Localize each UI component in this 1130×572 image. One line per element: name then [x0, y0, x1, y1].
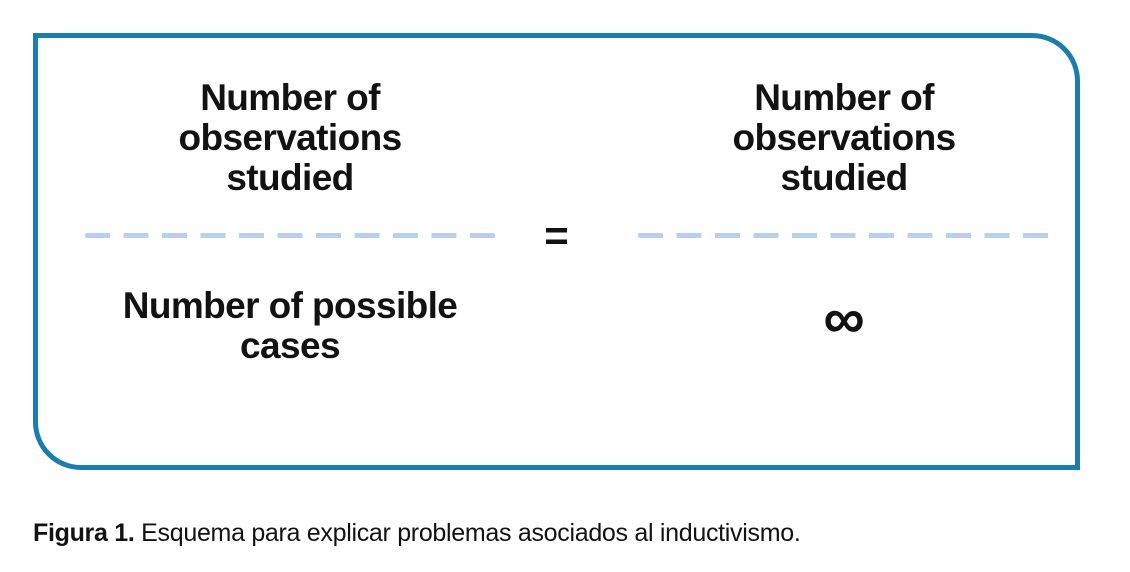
infinity-symbol: ∞ — [823, 285, 865, 351]
left-denominator: Number of possible cases — [85, 286, 495, 366]
figure-caption: Figura 1. Esquema para explicar problema… — [33, 517, 1093, 549]
right-fraction: Number of observations studied ∞ — [638, 78, 1050, 366]
equals-sign: = — [544, 211, 569, 259]
left-numerator-line-2: observations — [178, 117, 402, 158]
left-numerator-line-3: studied — [226, 157, 354, 198]
right-numerator-line-2: observations — [732, 117, 956, 158]
right-fraction-bar-dashed — [638, 233, 1050, 238]
left-numerator-line-1: Number of — [200, 77, 380, 118]
left-numerator: Number of observations studied — [85, 78, 495, 198]
left-denominator-line-2: cases — [240, 325, 340, 366]
equation-box: Number of observations studied Number of… — [33, 33, 1080, 470]
left-denominator-line-1: Number of possible — [122, 285, 458, 326]
right-numerator-line-1: Number of — [754, 77, 934, 118]
equation-content: Number of observations studied Number of… — [38, 38, 1075, 366]
right-numerator-line-3: studied — [780, 157, 908, 198]
figure-caption-label: Figura 1. — [33, 519, 135, 547]
left-fraction-bar-dashed — [85, 233, 495, 238]
equals-column: = — [495, 211, 638, 259]
figure-caption-text: Esquema para explicar problemas asociado… — [141, 519, 801, 547]
right-denominator: ∞ — [638, 286, 1050, 366]
right-numerator: Number of observations studied — [638, 78, 1050, 198]
left-fraction: Number of observations studied Number of… — [85, 78, 495, 366]
